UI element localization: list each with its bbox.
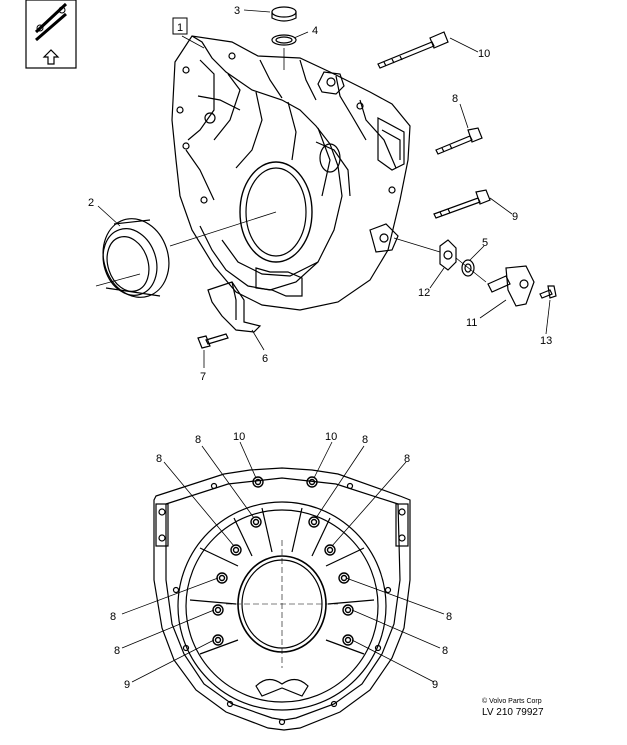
flywheel-housing-tool-icon: [25, 0, 77, 69]
callout-11: 11: [466, 317, 477, 329]
callout-front-8-e: 8: [110, 611, 116, 623]
callout-10: 10: [478, 48, 490, 60]
bolt-9: [433, 189, 491, 219]
callout-1: 1: [177, 22, 183, 34]
up-arrow-icon: [42, 49, 60, 65]
seal-ring: [102, 218, 170, 298]
callout-8: 8: [452, 93, 458, 105]
callout-front-8-d: 8: [404, 453, 410, 465]
callout-12: 12: [418, 287, 430, 299]
copyright-text: © Volvo Parts Corp: [482, 698, 542, 705]
callout-3: 3: [234, 5, 240, 17]
callout-4: 4: [312, 25, 318, 37]
speed-sensor: [487, 265, 535, 307]
callouts-top: 1 2 3 4 5 6 7 8 9 10 11 12 13: [88, 5, 552, 383]
callouts-front: 10 10 8 8 8 8 8 8 8 8 8 8 9 9: [110, 431, 452, 691]
callout-front-10-left: 10: [233, 431, 245, 443]
bolt-7: [197, 333, 229, 349]
leader-lines-top: [95, 9, 551, 368]
callout-front-8-a: 8: [195, 434, 201, 446]
callout-front-8-c: 8: [156, 453, 162, 465]
callout-2: 2: [88, 197, 94, 209]
plug-cap: [271, 6, 297, 22]
flywheel-housing-top-view: [171, 35, 411, 311]
callout-front-8-h: 8: [442, 645, 448, 657]
o-ring: [271, 34, 297, 46]
callout-front-9-left: 9: [124, 679, 130, 691]
bracket: [207, 281, 262, 333]
callout-front-8-b: 8: [362, 434, 368, 446]
callout-7: 7: [200, 371, 206, 383]
callout-front-8-g: 8: [114, 645, 120, 657]
callout-9: 9: [512, 211, 518, 223]
reference-number: LV 210 79927: [482, 707, 544, 718]
flywheel-housing-front-view: [153, 467, 411, 731]
leader-lines-front: [121, 441, 445, 683]
callout-front-8-f: 8: [446, 611, 452, 623]
callout-13: 13: [540, 335, 552, 347]
callout-front-9-right: 9: [432, 679, 438, 691]
small-bolt: [539, 285, 557, 299]
long-bolt: [377, 31, 449, 69]
callout-5: 5: [482, 237, 488, 249]
callout-front-10-right: 10: [325, 431, 337, 443]
callout-6: 6: [262, 353, 268, 365]
bolt-positions-front: [212, 476, 354, 646]
washer: [461, 259, 475, 277]
bolt-8: [435, 127, 483, 155]
gasket: [439, 239, 457, 271]
